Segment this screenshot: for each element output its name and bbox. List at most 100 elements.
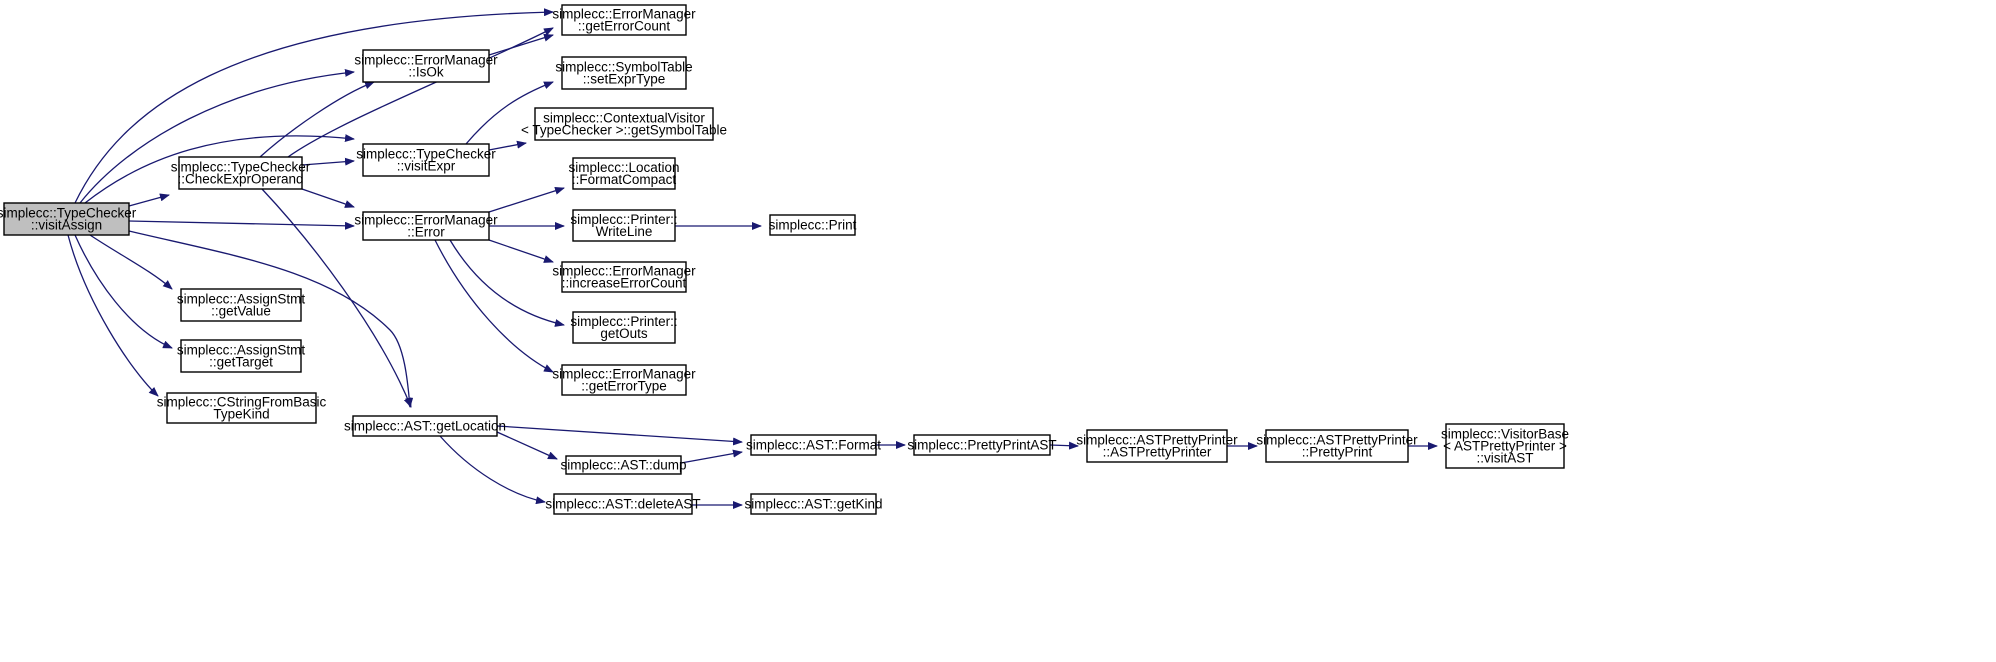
edge-arrow bbox=[496, 431, 558, 460]
node-increaseErrorCount[interactable]: simplecc::ErrorManager::increaseErrorCou… bbox=[552, 261, 696, 293]
node-label: < ASTPrettyPrinter > bbox=[1443, 439, 1567, 454]
node-label: simplecc::VisitorBase bbox=[1441, 427, 1569, 442]
node-IsOk[interactable]: simplecc::ErrorManager::IsOk bbox=[354, 49, 498, 83]
edge-visitAssign-to-getLocation bbox=[128, 230, 414, 408]
edge-arrow bbox=[434, 239, 554, 373]
edge-arrow bbox=[259, 81, 375, 158]
node-label: simplecc::PrettyPrintAST bbox=[907, 438, 1056, 453]
node-label: getOuts bbox=[600, 326, 648, 341]
edge-arrow bbox=[488, 239, 554, 263]
edge-arrow bbox=[465, 81, 554, 145]
node-FormatCompact[interactable]: simplecc::Location::FormatCompact bbox=[568, 157, 680, 190]
edge-Error-to-getErrorType bbox=[434, 239, 554, 373]
node-label: simplecc::SymbolTable bbox=[555, 60, 692, 75]
edge-visitAssign-to-CStringFromBasicTypeKind bbox=[67, 234, 159, 397]
edge-CheckExprOperand-to-getErrorCount bbox=[287, 27, 554, 158]
edge-visitAssign-to-IsOk bbox=[79, 68, 355, 204]
edge-arrow bbox=[1049, 441, 1079, 450]
node-Error[interactable]: simplecc::ErrorManager::Error bbox=[354, 211, 498, 241]
edge-getLocation-to-dump bbox=[496, 431, 558, 460]
node-CheckExprOperand[interactable]: simplecc::TypeChecker::CheckExprOperand bbox=[171, 156, 311, 190]
node-getErrorType[interactable]: simplecc::ErrorManager::getErrorType bbox=[552, 364, 696, 396]
edge-arrow bbox=[488, 186, 565, 213]
node-label: ::CheckExprOperand bbox=[177, 172, 303, 187]
node-label: simplecc::AST::Format bbox=[746, 438, 881, 453]
edge-arrow bbox=[449, 239, 565, 327]
node-dump[interactable]: simplecc::AST::dump bbox=[560, 455, 687, 475]
node-box bbox=[352, 415, 498, 437]
node-label: ::visitAssign bbox=[31, 218, 102, 233]
node-box bbox=[769, 214, 856, 236]
node-box bbox=[1086, 429, 1228, 463]
node-label: simplecc::Printer:: bbox=[570, 212, 677, 227]
edge-arrow bbox=[74, 234, 173, 349]
node-Print[interactable]: simplecc::Print bbox=[769, 214, 857, 236]
edge-visitExpr-to-getSymbolTable bbox=[488, 140, 527, 151]
node-getErrorCount[interactable]: simplecc::ErrorManager::getErrorCount bbox=[552, 4, 696, 36]
node-deleteAST[interactable]: simplecc::AST::deleteAST bbox=[545, 493, 701, 515]
node-box bbox=[750, 493, 877, 515]
node-label: simplecc::Location bbox=[568, 160, 679, 175]
node-box bbox=[553, 493, 693, 515]
node-box bbox=[1265, 429, 1409, 463]
node-Format[interactable]: simplecc::AST::Format bbox=[746, 434, 881, 456]
edge-visitAssign-to-CheckExprOperand bbox=[128, 193, 170, 207]
node-label: ::IsOk bbox=[408, 65, 444, 80]
edge-visitAssign-to-AssignStmtGetTarget bbox=[74, 234, 173, 349]
edge-arrow bbox=[488, 33, 554, 56]
node-WriteLine[interactable]: simplecc::Printer::WriteLine bbox=[570, 209, 678, 242]
edge-CheckExprOperand-to-Error bbox=[301, 188, 355, 208]
node-box bbox=[572, 209, 676, 242]
node-label: ::PrettyPrint bbox=[1302, 445, 1373, 460]
edge-Error-to-getOuts bbox=[449, 239, 565, 327]
node-box bbox=[913, 434, 1051, 456]
edge-arrow bbox=[128, 230, 414, 408]
node-label: TypeKind bbox=[213, 407, 269, 422]
node-box bbox=[3, 202, 130, 236]
edge-arrow bbox=[67, 234, 159, 397]
node-label: simplecc::Print bbox=[769, 218, 857, 233]
node-visitExpr[interactable]: simplecc::TypeChecker::visitExpr bbox=[356, 143, 496, 177]
node-label: simplecc::AssignStmt bbox=[177, 292, 306, 307]
node-label: simplecc::AST::deleteAST bbox=[545, 497, 700, 512]
node-box bbox=[166, 392, 317, 424]
node-getSymbolTable[interactable]: simplecc::ContextualVisitor< TypeChecker… bbox=[521, 107, 727, 141]
edge-CheckExprOperand-to-IsOk bbox=[259, 81, 375, 158]
edge-visitAssign-to-getErrorCount bbox=[74, 8, 554, 204]
node-setExprType[interactable]: simplecc::SymbolTable::setExprType bbox=[555, 56, 693, 90]
node-label: simplecc::AST::getLocation bbox=[344, 419, 506, 434]
node-PrettyPrintAST[interactable]: simplecc::PrettyPrintAST bbox=[907, 434, 1057, 456]
node-getOuts[interactable]: simplecc::Printer::getOuts bbox=[570, 311, 678, 344]
node-label: ::getValue bbox=[211, 304, 271, 319]
edge-arrow bbox=[301, 188, 355, 208]
edge-layer bbox=[67, 8, 1438, 509]
edge-arrow bbox=[488, 140, 527, 151]
node-label: simplecc::TypeChecker bbox=[0, 206, 137, 221]
node-label: ::getTarget bbox=[209, 355, 273, 370]
node-getKind[interactable]: simplecc::AST::getKind bbox=[744, 493, 883, 515]
node-box bbox=[362, 143, 490, 177]
node-PrettyPrint[interactable]: simplecc::ASTPrettyPrinter::PrettyPrint bbox=[1256, 429, 1418, 463]
node-AssignStmtGetTarget[interactable]: simplecc::AssignStmt::getTarget bbox=[177, 339, 306, 373]
node-visitAST[interactable]: simplecc::VisitorBase< ASTPrettyPrinter … bbox=[1441, 423, 1569, 469]
edge-arrow bbox=[128, 193, 170, 207]
edge-dump-to-Format bbox=[680, 449, 743, 464]
node-AssignStmtGetValue[interactable]: simplecc::AssignStmt::getValue bbox=[177, 288, 306, 322]
edge-arrow bbox=[79, 68, 355, 204]
node-getLocation[interactable]: simplecc::AST::getLocation bbox=[344, 415, 506, 437]
node-label: ::FormatCompact bbox=[572, 172, 677, 187]
node-label: simplecc::AST::getKind bbox=[744, 497, 882, 512]
node-label: ::visitExpr bbox=[397, 159, 456, 174]
node-label: simplecc::ContextualVisitor bbox=[543, 111, 705, 126]
node-label: simplecc::ASTPrettyPrinter bbox=[1256, 433, 1418, 448]
node-label: simplecc::ErrorManager bbox=[354, 213, 498, 228]
node-visitAssign[interactable]: simplecc::TypeChecker::visitAssign bbox=[0, 202, 137, 236]
node-box bbox=[561, 261, 687, 293]
node-ASTPrettyPrinterCtor[interactable]: simplecc::ASTPrettyPrinter::ASTPrettyPri… bbox=[1076, 429, 1238, 463]
node-box bbox=[565, 455, 682, 475]
node-box bbox=[750, 434, 877, 456]
edge-arrow bbox=[301, 157, 355, 166]
edge-arrow bbox=[128, 220, 355, 230]
